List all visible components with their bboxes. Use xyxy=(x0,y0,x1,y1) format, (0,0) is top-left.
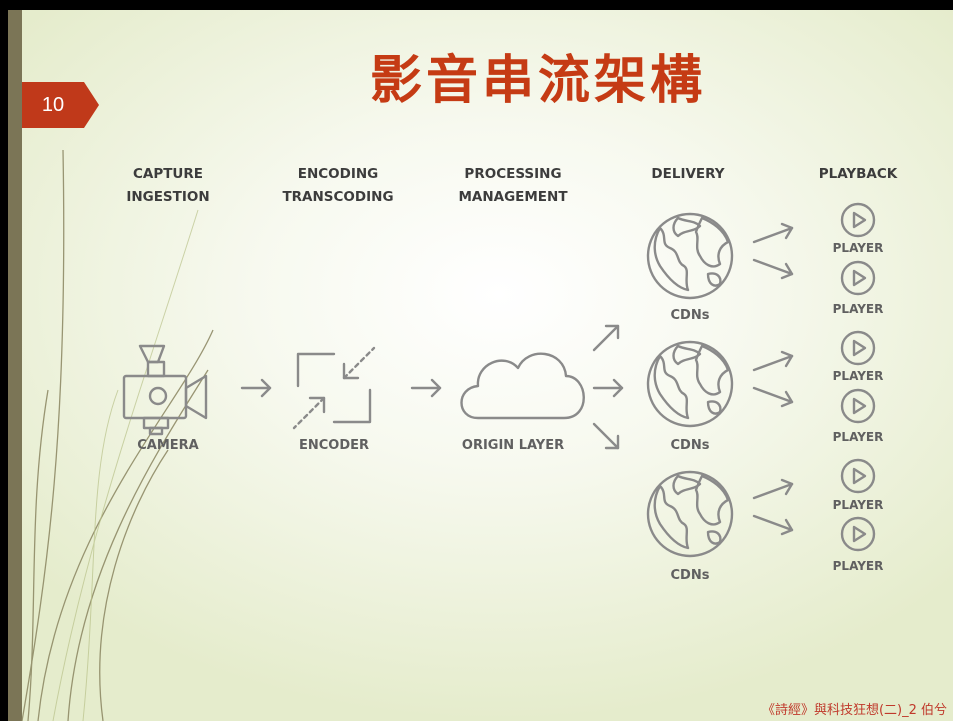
stage-header-line1: PLAYBACK xyxy=(818,166,898,182)
player-label: PLAYER xyxy=(832,241,884,255)
footer-text: 《詩經》與科技狂想(二)_2 伯兮 xyxy=(761,703,947,718)
slide: 10 影音串流架構 CAPTURE INGESTION ENCODING TRA… xyxy=(8,10,953,721)
stage-header-delivery: DELIVERY xyxy=(633,163,743,186)
stage-header-line1: CAPTURE xyxy=(132,166,204,182)
arrow-origin-to-cdn-bottom-icon xyxy=(592,422,620,450)
camera-label: CAMERA xyxy=(137,438,199,453)
slide-number-tab: 10 xyxy=(22,82,100,128)
arrow-origin-to-cdn-top-icon xyxy=(592,324,620,352)
origin-layer-label: ORIGIN LAYER xyxy=(461,438,565,453)
slide-number: 10 xyxy=(41,94,65,116)
arrow-cdn3-to-players-icon xyxy=(752,478,794,536)
cdn-globe-icon-2 xyxy=(646,340,734,428)
arrow-cdn2-to-players-icon xyxy=(752,350,794,408)
camera-icon xyxy=(122,344,208,436)
player-icon-6 xyxy=(840,516,876,552)
arrow-cdn1-to-players-icon xyxy=(752,222,794,280)
slide-title: 影音串流架構 xyxy=(369,51,706,111)
player-icon-4 xyxy=(840,388,876,424)
player-label: PLAYER xyxy=(832,498,884,512)
player-icon-5 xyxy=(840,458,876,494)
stage-header-encoding: ENCODING TRANSCODING xyxy=(268,163,408,209)
stage-header-capture: CAPTURE INGESTION xyxy=(103,163,233,209)
stage-header-line2: MANAGEMENT xyxy=(458,189,568,205)
stage-header-processing: PROCESSING MANAGEMENT xyxy=(438,163,588,209)
player-label: PLAYER xyxy=(832,559,884,573)
arrow-encoder-to-origin-icon xyxy=(410,378,442,398)
arrow-origin-to-cdn-middle-icon xyxy=(592,378,624,398)
player-icon-3 xyxy=(840,330,876,366)
stage-header-playback: PLAYBACK xyxy=(808,163,908,186)
encoder-icon xyxy=(292,346,376,430)
cdn-label: CDNs xyxy=(670,568,710,583)
player-icon-1 xyxy=(840,202,876,238)
diagram-icons xyxy=(122,202,876,558)
cdn-globe-icon-3 xyxy=(646,470,734,558)
stage-header-line2: TRANSCODING xyxy=(282,189,394,205)
stage-header-line2: INGESTION xyxy=(126,189,210,205)
stage-header-line1: DELIVERY xyxy=(651,166,725,182)
cdn-label: CDNs xyxy=(670,438,710,453)
stage-header-line1: PROCESSING xyxy=(464,166,562,182)
player-label: PLAYER xyxy=(832,369,884,383)
cloud-icon xyxy=(460,352,585,420)
stage-header-line1: ENCODING xyxy=(297,166,379,182)
encoder-label: ENCODER xyxy=(298,438,370,453)
player-label: PLAYER xyxy=(832,430,884,444)
cdn-label: CDNs xyxy=(670,308,710,323)
player-label: PLAYER xyxy=(832,302,884,316)
player-icon-2 xyxy=(840,260,876,296)
cdn-globe-icon-1 xyxy=(646,212,734,300)
left-sidebar-bar xyxy=(8,10,22,721)
arrow-camera-to-encoder-icon xyxy=(240,378,272,398)
